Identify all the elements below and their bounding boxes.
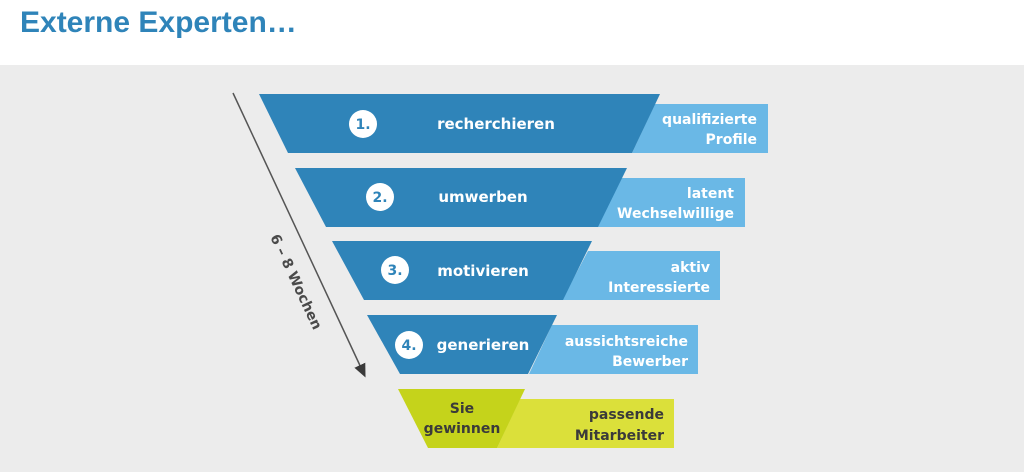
step-1-result-shape bbox=[632, 104, 768, 153]
step-4-number-badge bbox=[395, 331, 423, 359]
page-title: Externe Experten… bbox=[20, 6, 297, 39]
step-2-number: 2. bbox=[372, 190, 387, 206]
step-4-result-line2: Bewerber bbox=[612, 354, 688, 370]
step-3-result-line1: aktiv bbox=[671, 260, 710, 276]
step-4-action: generieren bbox=[437, 336, 530, 354]
step-4-result-shape bbox=[529, 325, 698, 374]
step-3-action-shape bbox=[332, 241, 592, 300]
step-4-number: 4. bbox=[401, 338, 416, 354]
step-2-result-line2: Wechselwillige bbox=[617, 206, 734, 222]
step-2-action: umwerben bbox=[438, 188, 527, 206]
step-2-result-shape bbox=[596, 178, 745, 227]
funnel-step-1: 1. recherchieren qualifizierte Profile bbox=[259, 94, 768, 153]
step-2-result-line1: latent bbox=[687, 186, 734, 202]
step-3-number: 3. bbox=[387, 263, 402, 279]
final-action-line2: gewinnen bbox=[424, 421, 501, 437]
funnel-step-3: 3. motivieren aktiv Interessierte bbox=[332, 241, 720, 300]
final-action-shape bbox=[398, 389, 525, 448]
step-1-result-line2: Profile bbox=[706, 132, 757, 148]
step-1-number: 1. bbox=[355, 117, 370, 133]
final-result-line1: passende bbox=[589, 407, 664, 423]
step-4-action-shape bbox=[367, 315, 557, 374]
funnel-step-2: 2. umwerben latent Wechselwillige bbox=[295, 168, 745, 227]
step-3-result-line2: Interessierte bbox=[608, 280, 710, 296]
step-1-action: recherchieren bbox=[437, 115, 555, 133]
funnel-step-4: 4. generieren aussichtsreiche Bewerber bbox=[367, 315, 698, 374]
step-1-action-shape bbox=[259, 94, 660, 153]
step-4-result-line1: aussichtsreiche bbox=[565, 334, 688, 350]
step-3-action: motivieren bbox=[437, 262, 529, 280]
step-3-result-shape bbox=[562, 251, 720, 300]
funnel-final-step: Sie gewinnen passende Mitarbeiter bbox=[398, 389, 674, 448]
duration-label: 6 – 8 Wochen bbox=[266, 232, 324, 332]
final-result-shape bbox=[497, 399, 674, 448]
step-1-number-badge bbox=[349, 110, 377, 138]
final-action-line1: Sie bbox=[450, 401, 474, 417]
final-result-line2: Mitarbeiter bbox=[575, 428, 664, 444]
step-2-action-shape bbox=[295, 168, 627, 227]
step-3-number-badge bbox=[381, 256, 409, 284]
step-1-result-line1: qualifizierte bbox=[662, 112, 757, 128]
duration-arrow bbox=[232, 92, 366, 378]
step-2-number-badge bbox=[366, 183, 394, 211]
